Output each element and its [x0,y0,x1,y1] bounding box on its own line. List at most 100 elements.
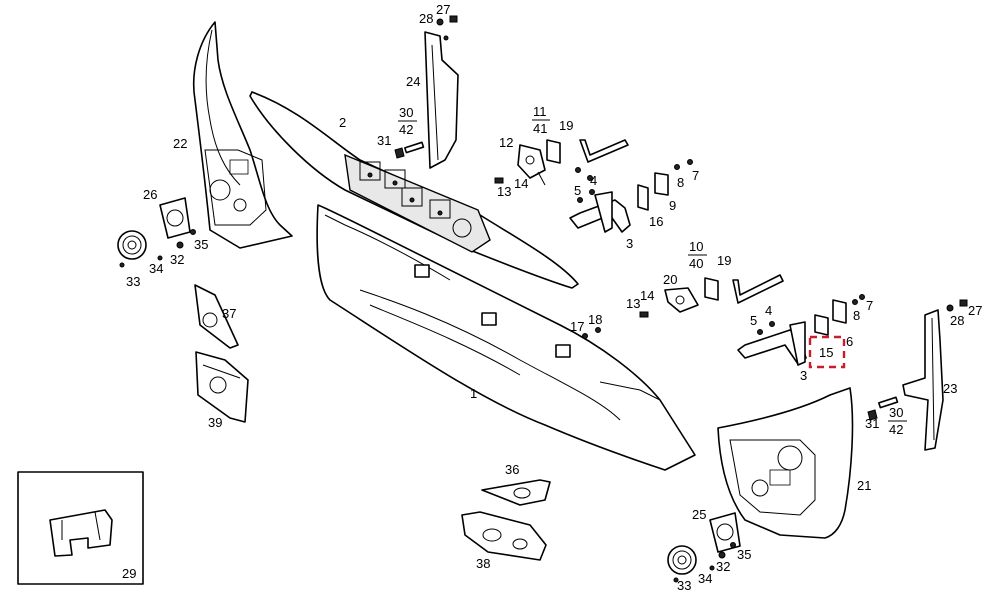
part-13-bolt [494,177,504,184]
label-27a: 27 [436,2,450,17]
label-37: 37 [222,306,236,321]
label-9: 9 [669,198,676,213]
label-39: 39 [208,415,222,430]
label-22: 22 [173,136,187,151]
label-15: 15 [819,345,833,360]
part-20-bracket [664,287,699,313]
part-13-bolt-lower [639,311,649,318]
label-layer: 1 2 3 3 4 4 5 5 6 7 7 8 8 9 12 13 13 14 … [122,2,982,593]
part-31-nut-right [867,396,899,421]
part-21-right-corner-panel [717,387,854,539]
label-17: 17 [570,319,584,334]
label-33a: 33 [126,274,140,289]
label-7a: 7 [692,168,699,183]
part-33-fog-lamp-right [667,545,697,575]
part-32-34-35-fasteners [119,229,736,583]
part-27-28-screws-top [436,15,458,26]
part-3-lower-bracket [737,321,807,366]
part-9-plate [654,172,669,196]
part-23-vertical-bracket [902,309,944,451]
label-34b: 34 [698,571,712,586]
label-32b: 32 [716,559,730,574]
part-24-vertical-bracket [424,31,459,169]
part-19-upper-bracket [579,139,629,163]
label-20: 20 [663,272,677,287]
part-27-28-screws-right [946,299,968,312]
part-16-plate [637,184,649,211]
fraction-den: 40 [689,256,703,271]
label-14b: 14 [640,288,654,303]
label-8a: 8 [677,175,684,190]
part-36-trim [481,479,551,506]
label-34a: 34 [149,261,163,276]
label-31a: 31 [377,133,391,148]
part-3-upper-bracket [569,189,631,233]
label-18: 18 [588,312,602,327]
label-4a: 4 [590,173,597,188]
label-32a: 32 [170,252,184,267]
label-25: 25 [692,507,706,522]
label-12: 12 [499,135,513,150]
part-29-inset [17,471,144,585]
label-38: 38 [476,556,490,571]
label-3b: 3 [800,368,807,383]
fraction-den: 41 [533,121,547,136]
label-13a: 13 [497,184,511,199]
part-31-nut [394,141,425,159]
part-11-plate [546,139,561,164]
part-7-8-screws-lower [852,294,865,305]
part-37-trim [194,284,239,349]
part-15-highlight-box [808,335,846,369]
part-9-plate-lower [832,299,847,324]
label-8b: 8 [853,308,860,323]
fraction-11-41: 11 41 [532,104,550,136]
label-7b: 7 [866,298,873,313]
label-16: 16 [649,214,663,229]
label-28b: 28 [950,313,964,328]
label-26: 26 [143,187,157,202]
fraction-30-42-left: 30 42 [398,105,417,137]
label-5a: 5 [574,183,581,198]
label-6: 6 [846,334,853,349]
label-36: 36 [505,462,519,477]
label-1: 1 [470,386,477,401]
label-21: 21 [857,478,871,493]
label-14a: 14 [514,176,528,191]
part-38-cover [461,511,547,561]
part-22-left-corner-panel [192,21,293,249]
part-2-upper-grille [249,91,579,289]
fraction-num: 11 [533,104,547,119]
part-33-fog-lamp-left [117,230,147,260]
label-33b: 33 [677,578,691,593]
fraction-num: 30 [889,405,903,420]
fraction-den: 42 [889,422,903,437]
fraction-den: 42 [399,122,413,137]
part-19-lower-bracket [732,274,784,304]
fraction-num: 30 [399,105,413,120]
label-3a: 3 [626,236,633,251]
label-19b: 19 [717,253,731,268]
label-5b: 5 [750,313,757,328]
part-10-plate [704,277,719,301]
label-19a: 19 [559,118,573,133]
label-31b: 31 [865,416,879,431]
label-2: 2 [339,115,346,130]
part-12-bracket [517,144,546,186]
label-28a: 28 [419,11,433,26]
fraction-30-42-right: 30 42 [888,405,907,437]
part-6-plate [814,314,829,336]
label-29: 29 [122,566,136,581]
label-27b: 27 [968,303,982,318]
part-1-main-bumper [316,204,696,471]
part-39-cover [195,351,249,423]
label-24: 24 [406,74,420,89]
part-17-18-bolts [575,167,601,339]
label-4b: 4 [765,303,772,318]
label-35b: 35 [737,547,751,562]
label-35a: 35 [194,237,208,252]
fraction-10-40: 10 40 [688,239,707,271]
label-23: 23 [943,381,957,396]
label-13b: 13 [626,296,640,311]
